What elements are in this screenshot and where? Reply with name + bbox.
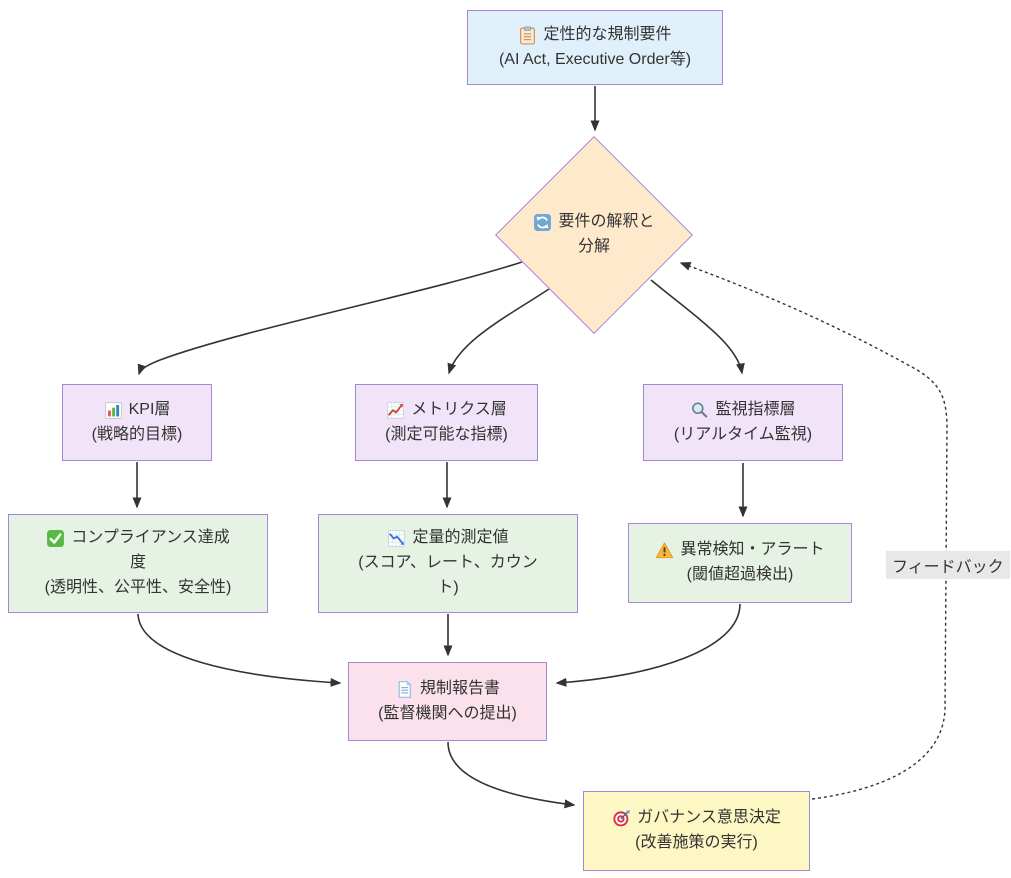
- node-governance-decision: ガバナンス意思決定 (改善施策の実行): [583, 791, 810, 871]
- target-icon: [612, 809, 631, 828]
- node-title-wrap: 度: [129, 554, 146, 572]
- node-title: ガバナンス意思決定: [637, 809, 781, 827]
- node-title: 異常検知・アラート: [680, 541, 825, 559]
- node-anomaly-alerts: 異常検知・アラート (閾値超過検出): [628, 523, 852, 603]
- node-subtitle: (監督機関への提出): [378, 704, 517, 722]
- node-quantitative-measurements: 定量的測定値 (スコア、レート、カウン ト): [318, 514, 578, 613]
- edge-interpretation-to-kpi: [137, 261, 523, 376]
- edge-interpretation-to-monitoring: [650, 279, 745, 375]
- node-regulatory-report: 規制報告書 (監督機関への提出): [348, 662, 547, 741]
- node-subtitle: (戦略的目標): [91, 425, 183, 443]
- chart-up-icon: [386, 401, 405, 420]
- node-qualitative-requirements: 定性的な規制要件 (AI Act, Executive Order等): [467, 10, 723, 85]
- node-title: メトリクス層: [411, 400, 507, 418]
- node-title: 定量的測定値: [412, 529, 509, 547]
- node-title: 規制報告書: [419, 679, 500, 697]
- node-subtitle: (改善施策の実行): [635, 834, 758, 851]
- bar-chart-icon: [104, 401, 123, 420]
- node-subtitle: (閾値超過検出): [686, 566, 794, 583]
- node-interpretation-label: 要件の解釈と 分解: [504, 202, 684, 268]
- clipboard-icon: [518, 26, 537, 45]
- edge-report-to-governance: [447, 741, 576, 809]
- node-title: 要件の解釈と: [558, 213, 655, 231]
- page-icon: [395, 680, 414, 699]
- magnifier-icon: [690, 401, 709, 420]
- node-title: コンプライアンス達成: [71, 529, 230, 547]
- feedback-edge-label: フィードバック: [886, 551, 1010, 579]
- chart-down-icon: [387, 529, 406, 548]
- edge-anomaly-to-report: [555, 603, 741, 687]
- warning-icon: [655, 541, 674, 560]
- node-monitoring-layer: 監視指標層 (リアルタイム監視): [643, 384, 843, 461]
- edge-interpretation-to-metrics: [447, 288, 550, 375]
- node-kpi-layer: KPI層 (戦略的目標): [62, 384, 212, 461]
- node-metrics-layer: メトリクス層 (測定可能な指標): [355, 384, 538, 461]
- node-subtitle: (スコア、レート、カウン: [358, 554, 538, 572]
- node-title: KPI層: [128, 400, 171, 418]
- node-subtitle: (測定可能な指標): [385, 425, 508, 443]
- node-title: 定性的な規制要件: [543, 25, 672, 43]
- check-icon: [46, 529, 65, 548]
- cycle-arrows-icon: [533, 213, 552, 232]
- node-subtitle: 分解: [577, 238, 610, 255]
- node-compliance-achievement: コンプライアンス達成 度 (透明性、公平性、安全性): [8, 514, 268, 613]
- node-title: 監視指標層: [715, 400, 796, 418]
- node-subtitle: (リアルタイム監視): [673, 425, 813, 443]
- node-subtitle: (透明性、公平性、安全性): [44, 578, 232, 596]
- node-subtitle: (AI Act, Executive Order等): [498, 50, 692, 68]
- edge-compliance-to-report: [137, 613, 342, 687]
- edge-governance-to-interpretation-feedback: [679, 262, 948, 800]
- node-subtitle-wrap: ト): [437, 578, 459, 596]
